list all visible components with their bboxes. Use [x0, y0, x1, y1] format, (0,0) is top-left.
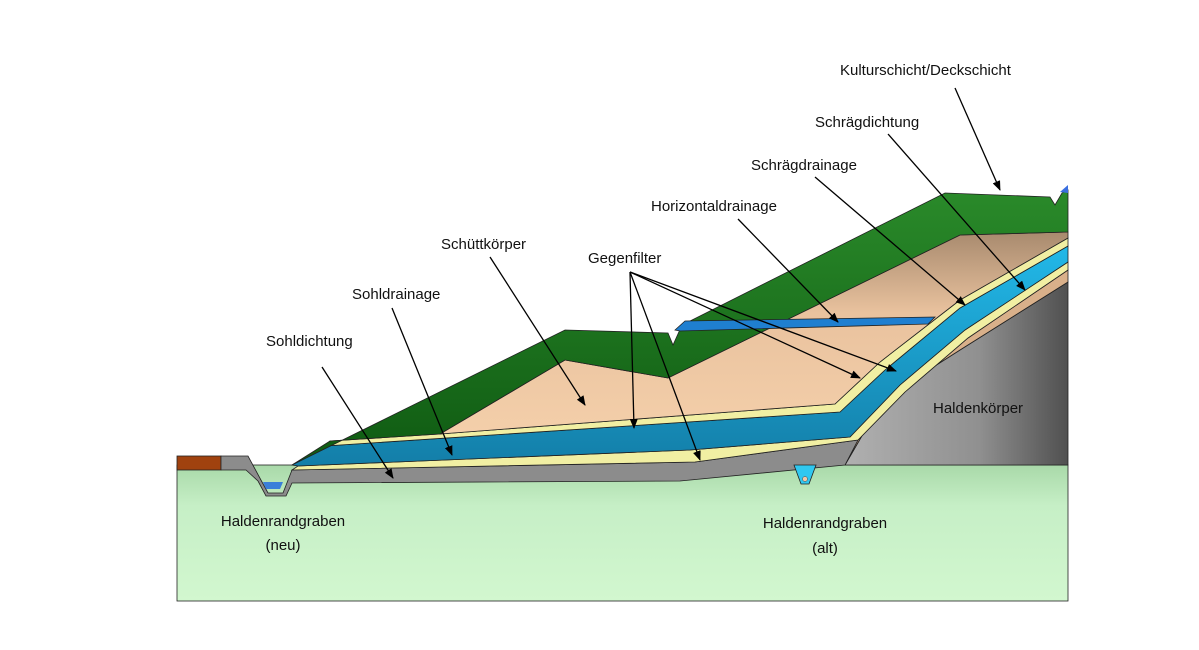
arrow-schuettkoerper — [489, 256, 586, 406]
label-graben-neu: Haldenrandgraben — [221, 513, 345, 530]
label-horizontaldrainage: Horizontaldrainage — [651, 198, 777, 215]
top-water — [1060, 185, 1068, 193]
ditch-old-pipe — [802, 476, 808, 482]
arrow-sohldichtung — [321, 366, 394, 479]
kulturschicht-layer — [291, 189, 1069, 466]
sohldichtung-layer — [220, 439, 859, 497]
label-sohldichtung: Sohldichtung — [266, 333, 353, 350]
arrow-schraegdrainage — [814, 176, 966, 306]
arrow-horizontaldrainage — [737, 218, 839, 323]
arrow-gegenfilter-4 — [629, 271, 897, 372]
label-graben-alt: Haldenrandgraben — [763, 515, 887, 532]
arrow-gegenfilter-2 — [629, 271, 701, 461]
horizontaldrainage-layer — [674, 316, 936, 332]
label-gegenfilter: Gegenfilter — [588, 250, 661, 267]
ground-layer — [176, 464, 1069, 602]
label-schraegdichtung: Schrägdichtung — [815, 114, 919, 131]
arrow-schraegdichtung — [887, 133, 1026, 291]
label-schraegdrainage: Schrägdrainage — [751, 157, 857, 174]
label-kulturschicht: Kulturschicht/Deckschicht — [840, 62, 1012, 79]
arrow-gegenfilter-1 — [629, 271, 638, 429]
label-graben-neu-sub: (neu) — [265, 537, 300, 554]
arrow-kulturschicht — [954, 87, 1001, 191]
road-surface — [176, 455, 222, 471]
arrow-sohldrainage — [391, 307, 453, 456]
label-sohldrainage: Sohldrainage — [352, 286, 440, 303]
ditch-water-new — [263, 482, 283, 489]
label-graben-alt-sub: (alt) — [812, 540, 838, 557]
label-schuettkoerper: Schüttkörper — [441, 236, 526, 253]
arrow-gegenfilter-3 — [629, 271, 861, 379]
label-haldenkoerper: Haldenkörper — [933, 400, 1023, 417]
ditch-old — [793, 464, 817, 485]
